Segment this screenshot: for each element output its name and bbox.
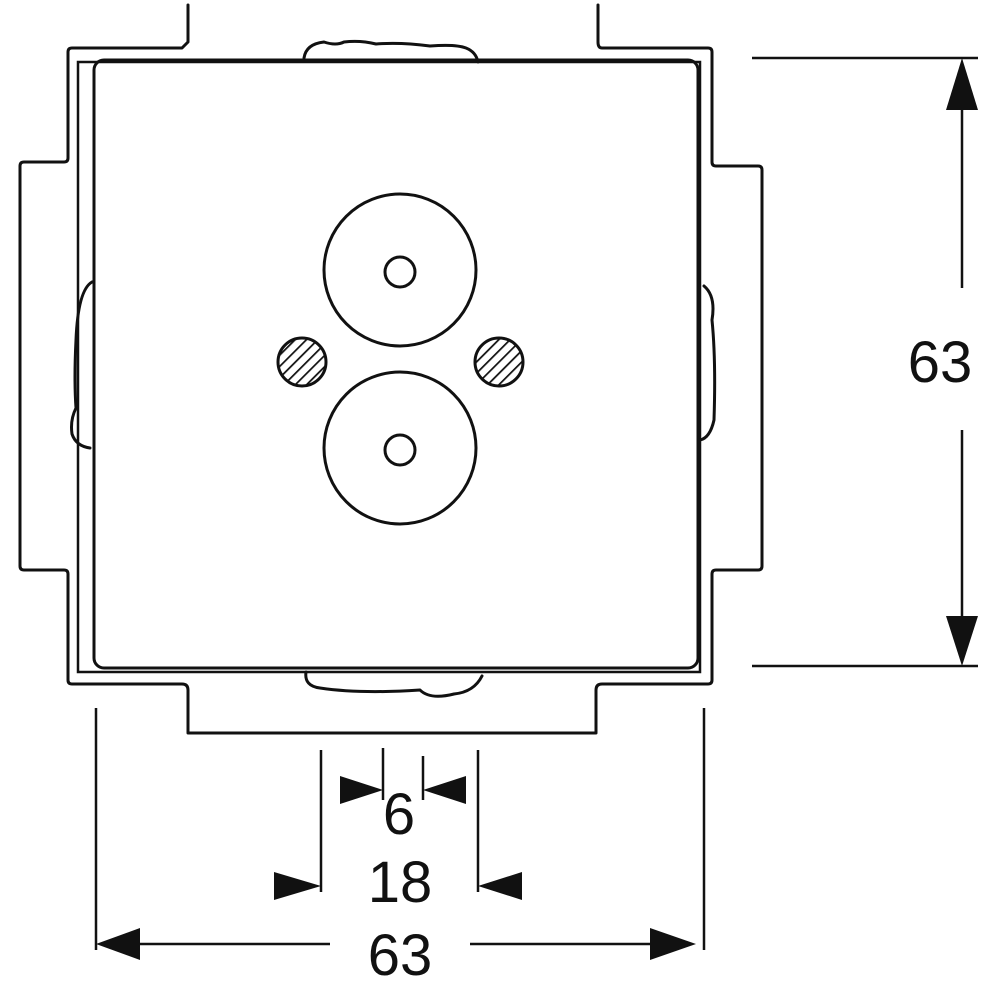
right-screw-icon [473, 336, 525, 388]
width-arrow-left [96, 928, 140, 960]
gap-dimension-label: 6 [383, 782, 415, 847]
spacing-arrow-left [274, 872, 321, 900]
left-clip [70, 280, 94, 450]
spacing-arrow-right [478, 872, 522, 900]
upper-connector-ring [322, 192, 478, 348]
left-screw-icon [276, 336, 328, 388]
height-arrow-bottom [946, 616, 978, 666]
cover-plate [92, 58, 700, 670]
lower-connector-ring [322, 370, 478, 526]
gap-arrow-right [423, 776, 466, 804]
mounting-frame-outline [18, 3, 764, 735]
top-clip [302, 39, 480, 64]
height-dimension-label: 63 [908, 330, 973, 395]
width-dimension-label: 63 [368, 923, 433, 988]
bottom-clip [304, 670, 484, 698]
frame-inner-rim [76, 60, 702, 674]
lower-connector-pin [383, 433, 417, 467]
gap-arrow-left [340, 776, 383, 804]
right-clip [698, 284, 717, 442]
upper-connector-pin [383, 255, 417, 289]
width-arrow-right [650, 928, 696, 960]
spacing-dimension-label: 18 [368, 850, 433, 915]
height-arrow-top [946, 58, 978, 110]
